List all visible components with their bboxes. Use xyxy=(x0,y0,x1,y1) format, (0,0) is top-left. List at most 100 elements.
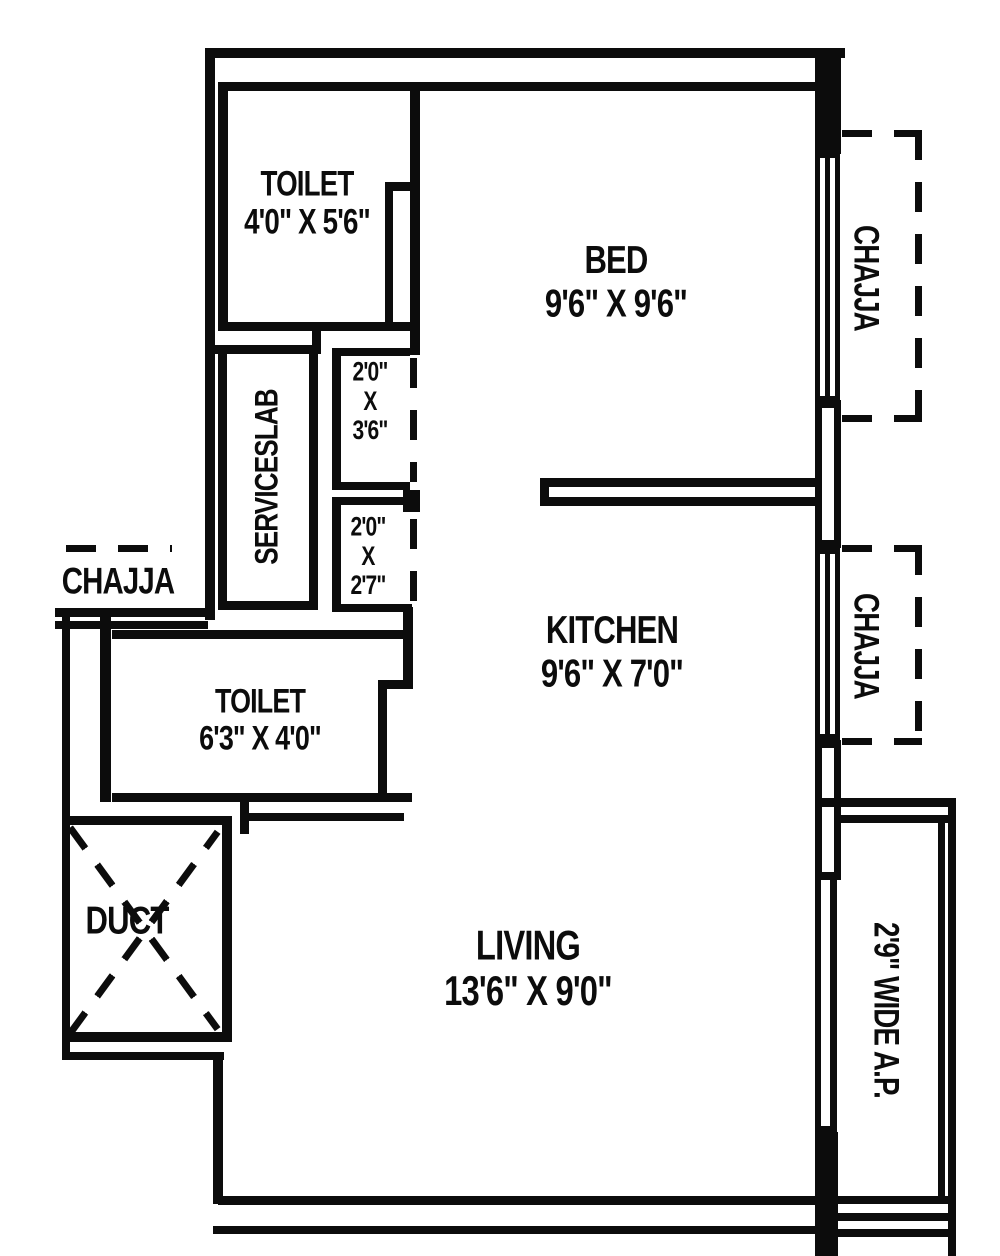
annotation-text: CHAJJA xyxy=(61,560,175,602)
room-name: KITCHEN xyxy=(545,607,679,652)
room-dims: 4'0" X 5'6" xyxy=(244,201,371,242)
wall-left-lower xyxy=(62,610,70,1060)
room-name: TOILET xyxy=(260,163,354,203)
room-label-living: LIVING 13'6" X 9'0" xyxy=(444,923,613,1016)
balcony-sill xyxy=(838,1213,948,1221)
shaft-lower-bottom xyxy=(332,604,412,612)
balcony-top xyxy=(838,815,956,823)
shaft-lower-label: 2'0" X 2'7" xyxy=(350,512,387,601)
wall-toilet-bottom-left xyxy=(100,617,111,802)
chajja-top-dashed-border xyxy=(842,130,922,137)
window-line xyxy=(835,152,840,402)
room-dims: 13'6" X 9'0" xyxy=(444,968,613,1015)
chajja-left-sill xyxy=(55,621,208,629)
room-name: TOILET xyxy=(214,681,306,720)
window-cap xyxy=(815,396,840,402)
chajja-top-dashed-border xyxy=(915,130,922,422)
duct-bottom xyxy=(62,1032,232,1042)
balcony-sill xyxy=(838,1229,948,1237)
wall-cavity-stub xyxy=(312,322,321,354)
shaft-dim: 2'7" xyxy=(350,570,387,601)
wall-outer-left xyxy=(205,48,215,620)
wall-step xyxy=(248,813,404,821)
wall-bed-kitchen xyxy=(540,497,816,506)
balcony-right-inner xyxy=(938,822,945,1202)
chajja-left-dashed-top xyxy=(66,545,172,552)
room-label-bed: BED 9'6" X 9'6" xyxy=(544,237,688,325)
room-label-toilet-top: TOILET 4'0" X 5'6" xyxy=(244,163,371,242)
wall-cap xyxy=(815,740,841,748)
shaft-dim: X xyxy=(361,541,375,572)
window-line xyxy=(835,548,840,740)
wall-right-lower xyxy=(815,740,822,880)
room-label-kitchen: KITCHEN 9'6" X 7'0" xyxy=(540,607,684,695)
window-cap xyxy=(815,152,840,158)
balcony-top xyxy=(815,798,956,807)
shaft-dim: 2'0" xyxy=(352,357,389,387)
wall-right-lower xyxy=(834,740,841,880)
wall-inner-top xyxy=(218,82,816,91)
shaft-dim: X xyxy=(363,386,377,417)
window-cap xyxy=(815,548,840,554)
wall-cap xyxy=(815,400,841,408)
duct-right xyxy=(222,816,232,1042)
window-line xyxy=(825,548,830,740)
chajja-mid-dashed-border xyxy=(915,545,922,745)
shaft-upper-left xyxy=(332,348,341,490)
wall-spine-upper xyxy=(410,82,420,355)
chajja-left-label: CHAJJA xyxy=(61,560,175,603)
balcony-sill xyxy=(838,1196,948,1204)
chajja-right-top-label: CHAJJA xyxy=(847,225,887,331)
wall-end-cap xyxy=(540,478,549,506)
shaft-lower-vent-dashed xyxy=(410,519,417,607)
balcony-right-outer xyxy=(948,798,956,1256)
wall-toilet-top-left xyxy=(218,82,228,331)
wall-outer-top xyxy=(205,48,845,58)
wall-door-jamb xyxy=(378,680,413,689)
room-name: SERVICESLAB xyxy=(247,389,285,565)
shaft-lower-top xyxy=(332,497,412,505)
shaft-upper-vent-dashed xyxy=(410,358,417,482)
room-name: LIVING xyxy=(475,923,581,970)
annotation-text: CHAJJA xyxy=(847,225,887,331)
shaft-lower-left xyxy=(332,497,341,612)
shaft-dim: 2'0" xyxy=(350,512,387,542)
chajja-mid-dashed-border xyxy=(842,545,922,552)
room-label-duct: DUCT xyxy=(85,898,170,942)
window-line xyxy=(815,880,821,1132)
wall-door-jamb xyxy=(385,191,393,322)
wall-step xyxy=(240,802,249,834)
wall-living-bottom xyxy=(218,1196,818,1205)
serviceslab-outline xyxy=(218,345,318,610)
annotation-text: CHAJJA xyxy=(847,593,887,699)
window-cap xyxy=(815,1126,837,1133)
wall-right-mid xyxy=(815,400,822,547)
chajja-top-dashed-border xyxy=(842,415,922,422)
wall-door-jamb xyxy=(378,689,387,802)
shaft-upper-label: 2'0" X 3'6" xyxy=(352,357,389,445)
chajja-right-middle-label: CHAJJA xyxy=(847,593,887,699)
shaft-upper-top xyxy=(332,348,410,356)
window-line xyxy=(815,548,820,740)
window-line xyxy=(825,152,830,402)
wall-cap xyxy=(815,540,841,548)
duct-top xyxy=(62,816,232,825)
ap-passage-label: 2'9" WIDE A.P. xyxy=(867,922,906,1098)
wall-living-bottom xyxy=(213,1226,815,1234)
window-cap xyxy=(815,734,840,740)
room-dims: 9'6" X 7'0" xyxy=(540,650,684,695)
duct-sill xyxy=(62,1052,224,1060)
wall-toilet-bottom-top xyxy=(112,630,412,639)
wall-right-top xyxy=(815,48,841,154)
room-label-toilet-bottom: TOILET 6'3" X 4'0" xyxy=(199,681,322,758)
window-line xyxy=(815,152,820,402)
room-dims: 6'3" X 4'0" xyxy=(199,718,322,758)
room-dims: 9'6" X 9'6" xyxy=(544,280,688,325)
wall-living-left xyxy=(213,1052,223,1204)
room-name: DUCT xyxy=(85,898,170,942)
wall-connector xyxy=(205,345,220,354)
wall-right-bottom xyxy=(815,1132,838,1256)
room-name: BED xyxy=(584,237,648,282)
wall-bed-kitchen xyxy=(540,478,816,487)
